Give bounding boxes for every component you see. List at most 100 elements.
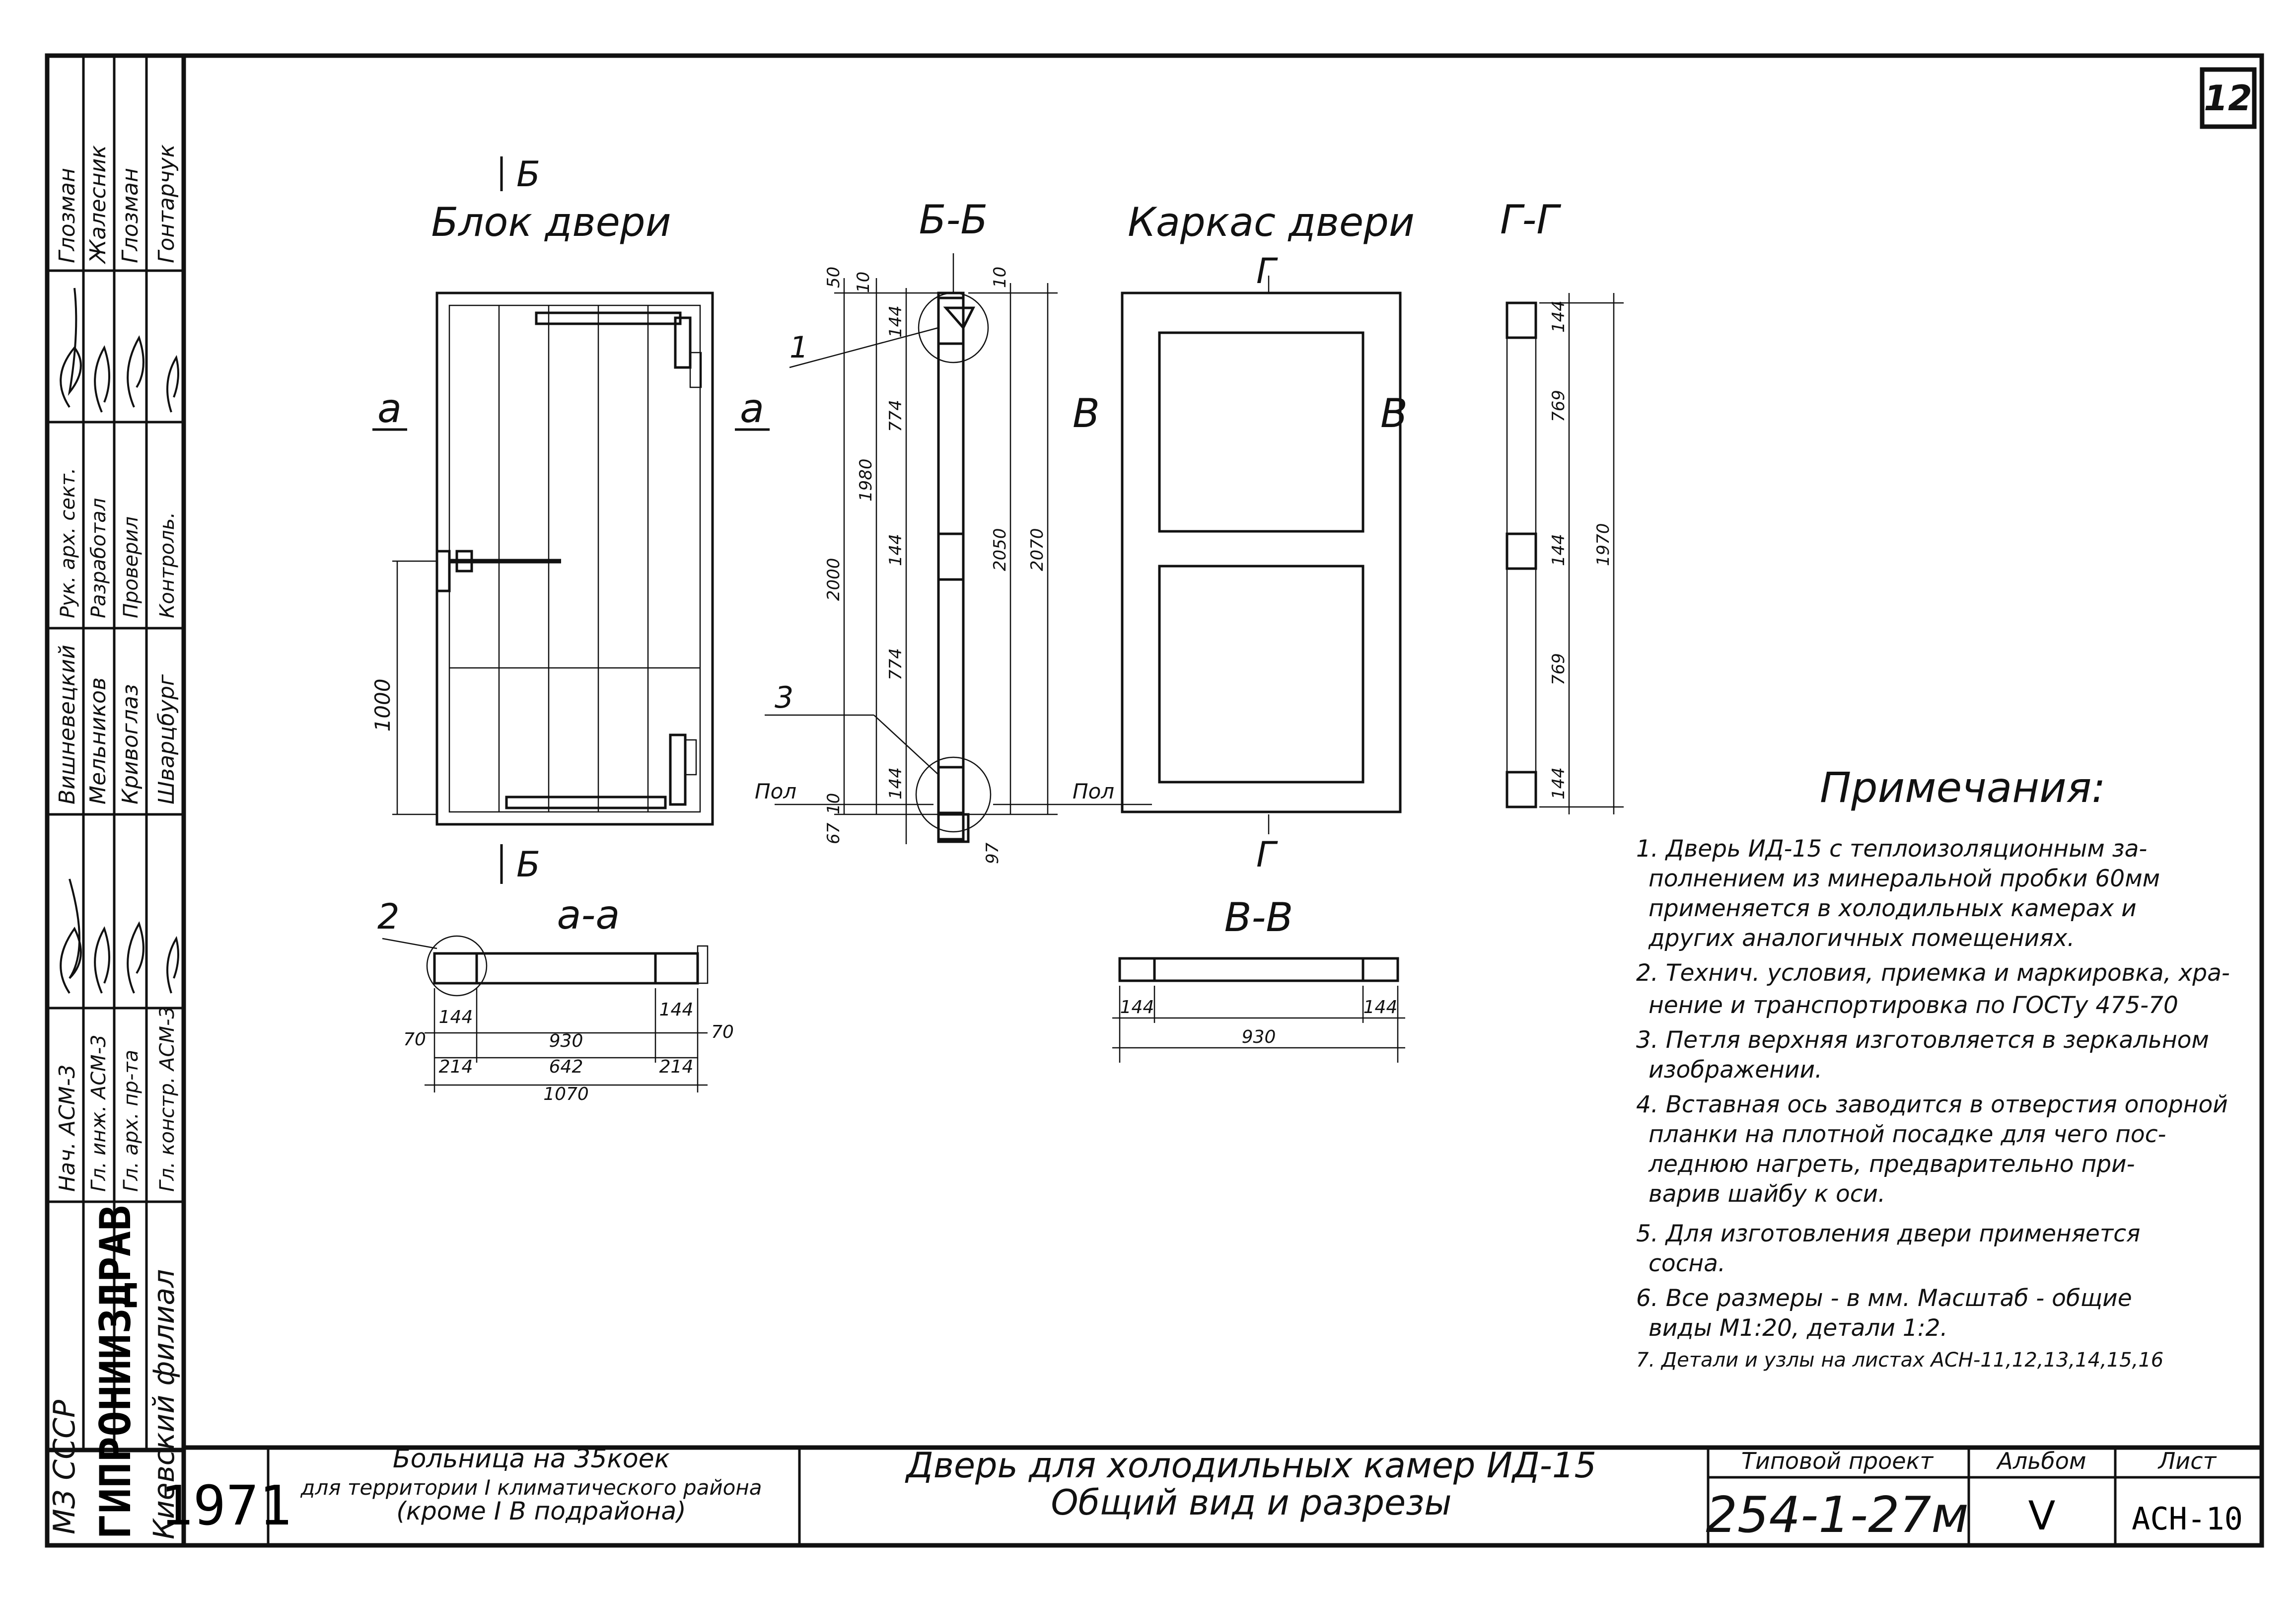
dim-label: 1980 <box>856 458 876 502</box>
project-value: 254-1-27м <box>1706 1486 1968 1544</box>
sheet-value: АСН-10 <box>2132 1501 2243 1537</box>
object-line3: (кроме I В подрайона) <box>396 1497 686 1525</box>
dim-label: 214 <box>439 1057 473 1077</box>
dim-label: 50 <box>824 267 844 288</box>
door-block-side-mark-right: а <box>740 385 764 432</box>
frame-section-mark-bottom: Г <box>1256 834 1278 875</box>
section-aa-view <box>382 935 709 1092</box>
section-aa-title: а-а <box>557 892 620 938</box>
stamp-names: Вишневецкий Мельников Кривоглаз Шварцбур… <box>55 144 179 804</box>
dim-label: 10 <box>990 267 1010 288</box>
dim-label: 930 <box>1242 1027 1276 1047</box>
dim-label: 144 <box>659 1000 694 1020</box>
dim-label: 70 <box>711 1022 734 1042</box>
dim-label: 1970 <box>1593 523 1613 566</box>
dim-label: 144 <box>1549 300 1569 333</box>
dim-label: 144 <box>886 767 906 799</box>
stamp-role: Рук. арх. сект. <box>57 468 79 618</box>
title-block <box>184 1445 2262 1545</box>
year: 1971 <box>160 1474 292 1537</box>
dim-label: 1070 <box>543 1084 589 1104</box>
dim-label: 10 <box>824 793 844 814</box>
dim-label: 2000 <box>824 558 844 601</box>
note-line: 4. Вставная ось заводится в отверстия оп… <box>1636 1091 2228 1118</box>
section-bb-view <box>765 253 1152 844</box>
stamp-role: Нач. АСМ-3 <box>55 1064 80 1192</box>
dim-label: 144 <box>1549 534 1569 566</box>
note-line: леднюю нагреть, предварительно при- <box>1648 1151 2135 1178</box>
stamp-name: Мельников <box>85 677 111 804</box>
dim-label: 769 <box>1549 390 1569 422</box>
section-bb-dims-left: 50 10 144 774 1980 144 774 2000 144 10 6… <box>824 267 1003 864</box>
section-gg-view <box>1506 293 1624 814</box>
drawing-title-line2: Общий вид и разрезы <box>1051 1482 1451 1523</box>
door-block-side-mark-left: а <box>377 385 402 432</box>
dim-label: 642 <box>549 1057 583 1077</box>
stamp-ministry: МЗ СССР <box>47 1399 82 1534</box>
frame-view <box>1121 276 1402 834</box>
stamp-role: Гл. инж. АСМ-3 <box>87 1034 110 1192</box>
project-label: Типовой проект <box>1741 1448 1934 1474</box>
section-bb-title: Б-Б <box>919 197 988 243</box>
stamp-role: Проверил <box>120 516 143 618</box>
notes-list: 1. Дверь ИД-15 с теплоизоляционным за- п… <box>1636 835 2230 1372</box>
stamp-name: Глозман <box>55 168 80 263</box>
dim-label: 214 <box>659 1057 694 1077</box>
drawing-title-line1: Дверь для холодильных камер ИД-15 <box>905 1445 1596 1486</box>
dim-label: 144 <box>886 305 906 338</box>
section-bb-dims-right: 10 2050 2070 <box>990 267 1047 571</box>
note-line: нение и транспортировка по ГОСТу 475-70 <box>1649 992 2178 1019</box>
note-line: 6. Все размеры - в мм. Масштаб - общие <box>1636 1285 2132 1312</box>
stamp-role: Гл. арх. пр-та <box>120 1050 143 1192</box>
leader-label: 1 <box>789 330 808 365</box>
stamp-name: Гонтарчук <box>154 144 179 263</box>
dim-label: 144 <box>1120 997 1154 1017</box>
note-line: сосна. <box>1649 1250 1725 1277</box>
dim-label: 70 <box>403 1029 426 1050</box>
stamp-roles: Нач. АСМ-3 Гл. инж. АСМ-3 Гл. арх. пр-та… <box>55 468 179 1192</box>
note-line: 3. Петля верхняя изготовляется в зеркаль… <box>1636 1026 2209 1054</box>
dim-label: 144 <box>1549 767 1569 799</box>
note-line: полнением из минеральной пробки 60мм <box>1649 865 2160 892</box>
note-line: 1. Дверь ИД-15 с теплоизоляционным за- <box>1636 835 2147 863</box>
note-line: планки на плотной посадке для чего пос- <box>1649 1121 2166 1148</box>
stamp-role: Контроль. <box>156 512 179 618</box>
dim-label: 774 <box>886 400 906 432</box>
vertical-stamp <box>47 56 184 1452</box>
leader-label: 2 <box>377 896 400 937</box>
section-gg-title: Г-Г <box>1500 197 1561 243</box>
door-block-view <box>372 156 770 884</box>
stamp-name: Глозман <box>118 168 143 263</box>
frame-title: Каркас двери <box>1128 199 1415 245</box>
section-vv-title: В-В <box>1224 894 1293 941</box>
door-block-section-mark-top: Б <box>516 154 540 195</box>
dim-label: 10 <box>854 272 873 293</box>
frame-side-mark-left: В <box>1073 390 1100 436</box>
leader-label: 3 <box>775 680 793 715</box>
note-line: других аналогичных помещениях. <box>1648 925 2075 952</box>
note-line: 2. Технич. условия, приемка и маркировка… <box>1636 959 2230 987</box>
album-value: V <box>2028 1493 2056 1539</box>
door-block-section-mark-bottom: Б <box>516 844 540 885</box>
note-line: варив шайбу к оси. <box>1649 1180 1885 1208</box>
stamp-org: ГИПРОНИИЗДРАВ <box>91 1205 141 1539</box>
page-number: 12 <box>2204 78 2252 119</box>
dim-label: 144 <box>439 1007 473 1027</box>
stamp-role: Гл. констр. АСМ-3 <box>156 1006 179 1192</box>
floor-label-left: Пол <box>755 779 796 803</box>
dim-label: 769 <box>1549 653 1569 685</box>
stamp-name: Кривоглаз <box>118 684 143 804</box>
dim-label: 774 <box>886 648 906 680</box>
stamp-name: Шварцбург <box>154 674 179 804</box>
note-line: применяется в холодильных камерах и <box>1649 895 2137 922</box>
signatures <box>60 288 179 994</box>
section-aa-dims: 144 144 70 930 70 214 642 214 1070 <box>403 1000 734 1104</box>
dim-label: 144 <box>1363 997 1398 1017</box>
dim-label: 67 <box>824 822 844 844</box>
stamp-name: Жалесник <box>85 145 111 265</box>
notes-title: Примечания: <box>1820 763 2106 812</box>
note-line: 5. Для изготовления двери применяется <box>1636 1220 2140 1247</box>
note-line: изображении. <box>1649 1056 1822 1084</box>
stamp-name: Вишневецкий <box>55 645 80 804</box>
floor-label-right: Пол <box>1073 779 1114 803</box>
